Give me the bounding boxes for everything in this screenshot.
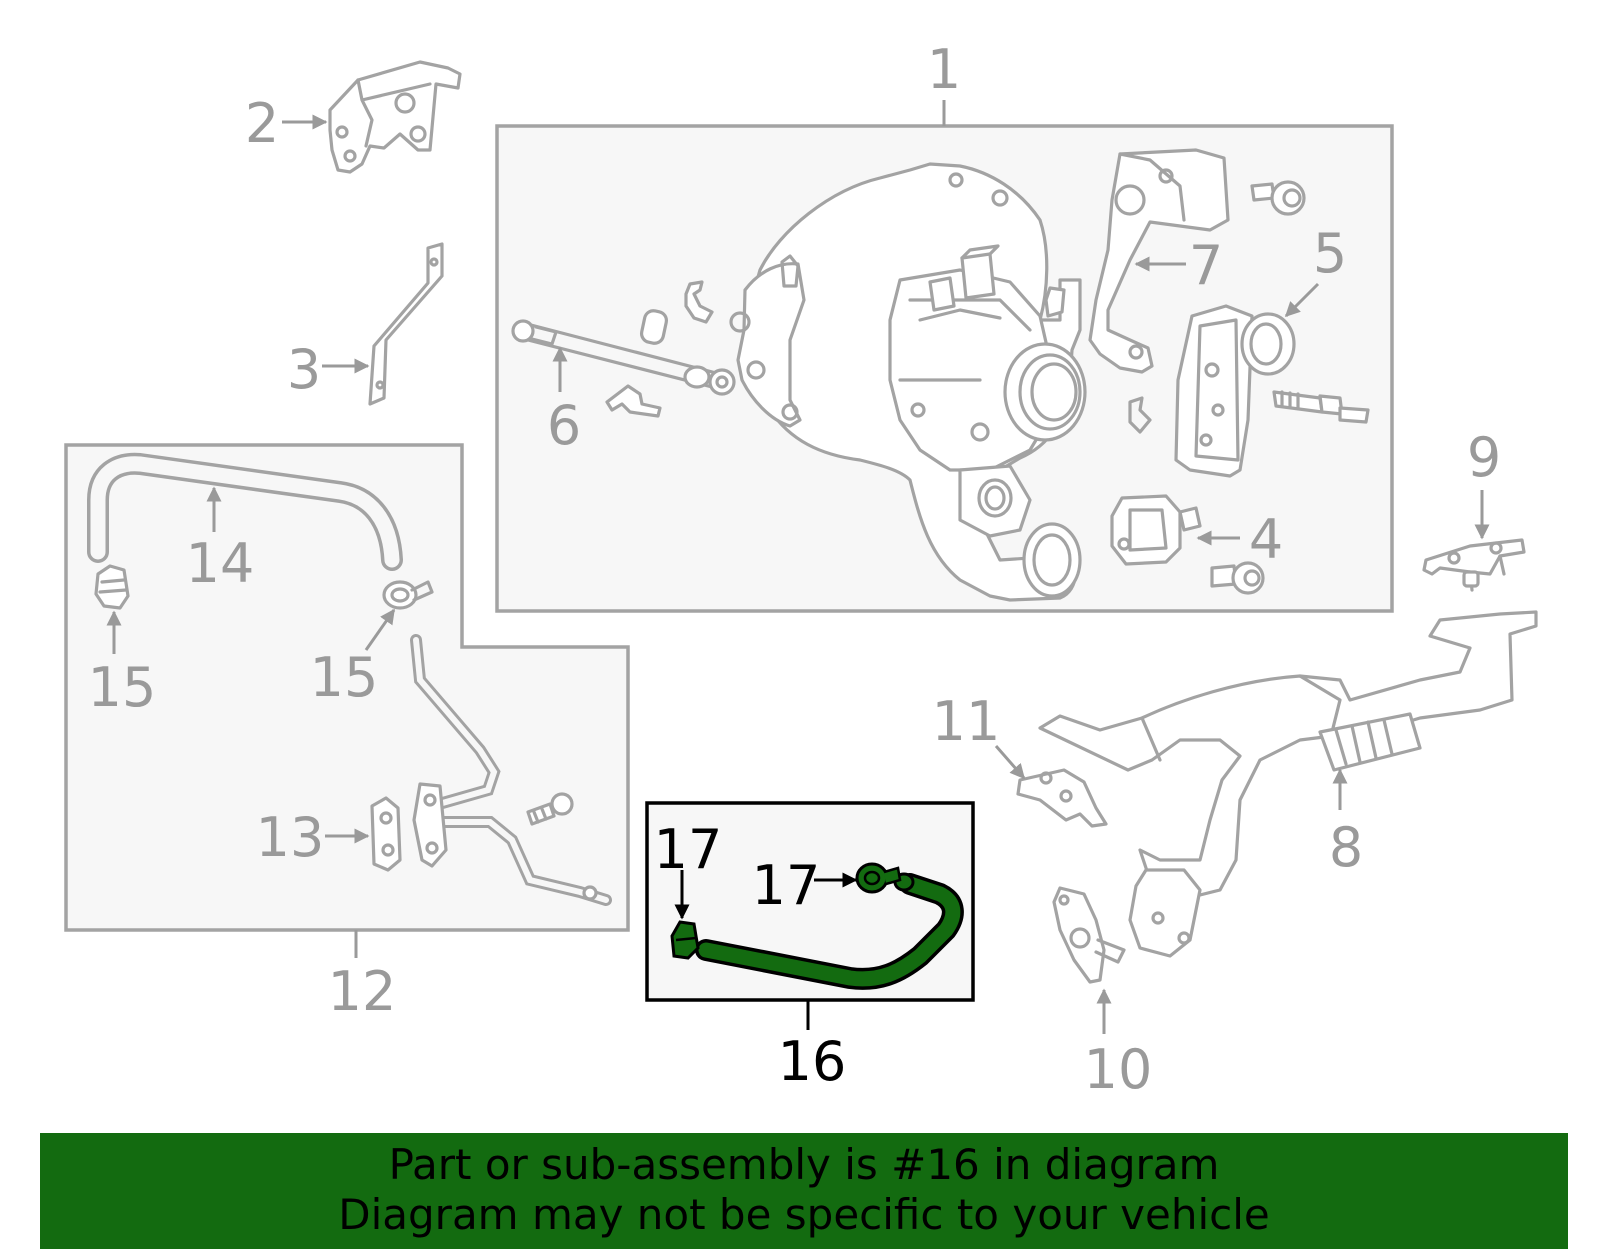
callout-1: 1 bbox=[927, 38, 961, 101]
heat-shield-part bbox=[1088, 148, 1230, 374]
highlighted-coolant-hose-part bbox=[695, 872, 964, 990]
sensor-part bbox=[1110, 494, 1202, 566]
callout-12: 12 bbox=[328, 960, 397, 1023]
callout-14: 14 bbox=[186, 532, 255, 595]
banner-line-2: Diagram may not be specific to your vehi… bbox=[338, 1190, 1270, 1239]
leader-lines bbox=[106, 100, 1490, 1034]
callout-13: 13 bbox=[256, 806, 325, 869]
oil-feed-line-part bbox=[410, 634, 612, 906]
callout-8: 8 bbox=[1329, 816, 1363, 879]
callout-15-left: 15 bbox=[88, 656, 157, 719]
oil-line-kit-box bbox=[64, 443, 630, 932]
support-bracket-part bbox=[368, 242, 444, 406]
callout-4: 4 bbox=[1249, 508, 1283, 571]
turbocharger-part bbox=[729, 162, 1087, 602]
exhaust-pipe-part bbox=[1038, 610, 1538, 958]
callout-10: 10 bbox=[1084, 1038, 1153, 1101]
callout-6: 6 bbox=[547, 394, 581, 457]
banjo-bolt-part bbox=[526, 792, 574, 826]
callout-7: 7 bbox=[1189, 234, 1223, 297]
banner-line-1: Part or sub-assembly is #16 in diagram bbox=[388, 1140, 1220, 1189]
callout-16: 16 bbox=[778, 1030, 847, 1093]
callout-15-right: 15 bbox=[310, 646, 379, 709]
callout-3: 3 bbox=[287, 338, 321, 401]
info-banner: Part or sub-assembly is #16 in diagram D… bbox=[40, 1133, 1568, 1249]
oil-gasket-part bbox=[370, 796, 402, 872]
wastegate-actuator-part bbox=[1128, 304, 1296, 478]
highlighted-clamp-part bbox=[670, 920, 700, 960]
callout-labels: 1 2 3 4 5 6 7 8 9 10 11 12 13 14 15 15 1… bbox=[88, 38, 1502, 1101]
callout-5: 5 bbox=[1313, 222, 1347, 285]
callout-2: 2 bbox=[245, 92, 279, 155]
bolts bbox=[1210, 180, 1370, 595]
mounting-bracket-part bbox=[1422, 538, 1526, 592]
retaining-clips bbox=[605, 280, 714, 418]
heat-shield-bracket-part bbox=[328, 60, 462, 174]
heat-shield-clip-part bbox=[1016, 768, 1108, 828]
hose-clamp-right-part bbox=[382, 580, 434, 610]
callout-11: 11 bbox=[932, 690, 1001, 753]
coolant-hose-part bbox=[87, 452, 403, 571]
hose-clamp-left-part bbox=[94, 564, 130, 610]
gasket-part bbox=[1052, 886, 1126, 984]
highlighted-clamp-part bbox=[855, 862, 902, 894]
callout-9: 9 bbox=[1467, 426, 1501, 489]
callout-17-right: 17 bbox=[752, 854, 821, 917]
callout-17-left: 17 bbox=[654, 818, 723, 881]
